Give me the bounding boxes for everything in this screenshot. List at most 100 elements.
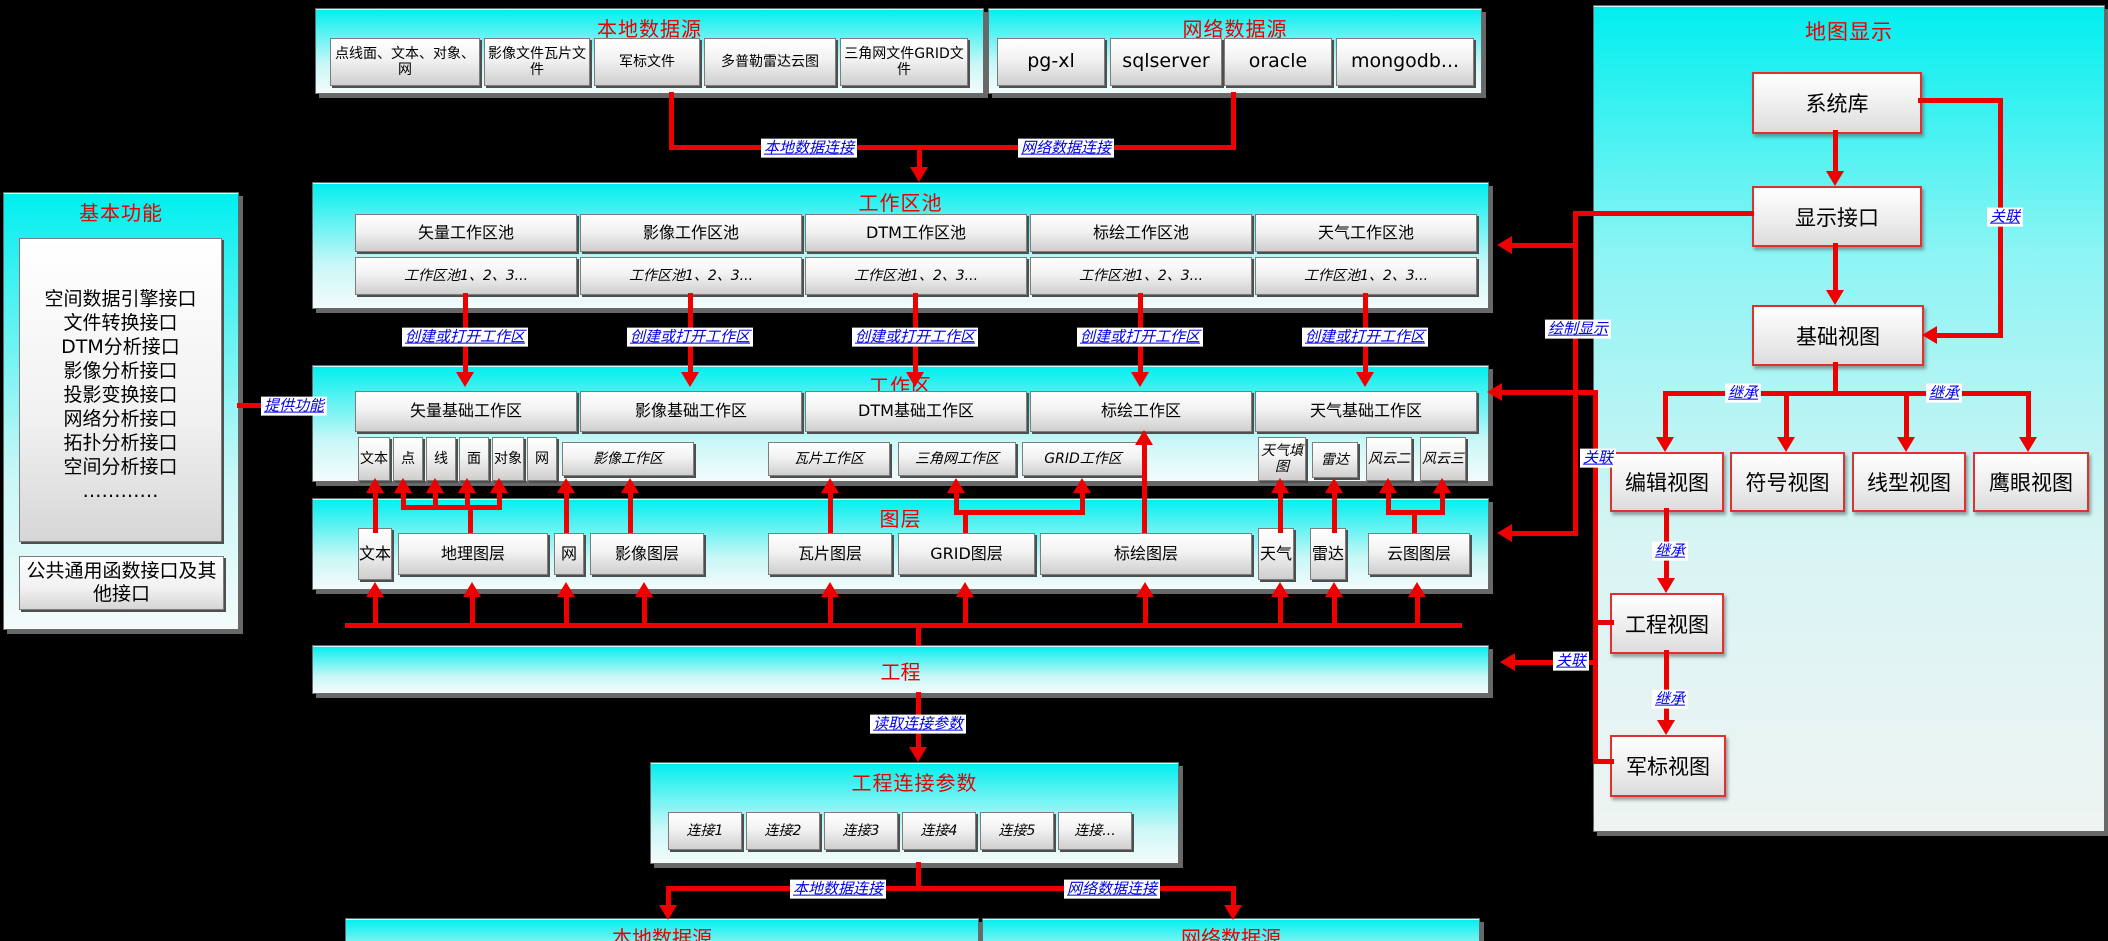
connector-line bbox=[1833, 130, 1838, 174]
net-source-title: 网络数据源 bbox=[1182, 17, 1288, 41]
edge-label: 本地数据连接 bbox=[789, 879, 887, 899]
arrowhead-u bbox=[426, 478, 444, 493]
pool-instances-node: 工作区池1、2、3... bbox=[355, 257, 577, 295]
arrowhead-u bbox=[821, 478, 839, 493]
arrowhead-l bbox=[1497, 236, 1512, 254]
workspace-subnode: 网 bbox=[527, 437, 557, 481]
map-view-node: 符号视图 bbox=[1730, 452, 1845, 512]
pool-instances-node: 工作区池1、2、3... bbox=[805, 257, 1027, 295]
layer-node: 雷达 bbox=[1310, 528, 1346, 580]
workspace-subnode: 对象 bbox=[492, 437, 524, 481]
connector-line bbox=[1833, 362, 1838, 394]
connector-line bbox=[1440, 490, 1445, 512]
connector-line bbox=[1573, 211, 1754, 216]
edge-label: 创建或打开工作区 bbox=[626, 327, 754, 347]
edge-label: 继承 bbox=[1651, 541, 1689, 561]
connector-line bbox=[669, 145, 1236, 150]
basic-interface-line: 空间分析接口 bbox=[63, 456, 178, 478]
arrowhead-l bbox=[1497, 524, 1512, 542]
arrowhead-d bbox=[1826, 290, 1844, 305]
arrowhead-u bbox=[366, 582, 384, 597]
arrowhead-u bbox=[1271, 582, 1289, 597]
connector-line bbox=[373, 490, 378, 533]
net-source-node: mongodb... bbox=[1336, 38, 1474, 86]
arrowhead-l bbox=[1922, 326, 1937, 344]
basic-interface-line: 拓扑分析接口 bbox=[63, 432, 178, 454]
pool-type-node: 标绘工作区池 bbox=[1030, 214, 1252, 252]
workspace-node: 影像基础工作区 bbox=[580, 391, 802, 432]
map-view-node: 基础视图 bbox=[1752, 305, 1924, 366]
edge-label: 关联 bbox=[1986, 207, 2024, 227]
edge-label: 创建或打开工作区 bbox=[851, 327, 979, 347]
arrowhead-u bbox=[458, 478, 476, 493]
map-view-node: 军标视图 bbox=[1610, 735, 1726, 797]
basic-interface-line: 空间数据引擎接口 bbox=[44, 288, 197, 310]
arrowhead-u bbox=[1408, 582, 1426, 597]
bottom-local-source-bar: 本地数据源 bbox=[345, 918, 979, 941]
connector-line bbox=[1904, 391, 1909, 440]
pool-instances-node: 工作区池1、2、3... bbox=[1255, 257, 1477, 295]
edge-label: 网络数据连接 bbox=[1063, 879, 1161, 899]
map-view-node: 鹰眼视图 bbox=[1973, 452, 2089, 512]
connector-line bbox=[963, 596, 968, 623]
edge-label: 关联 bbox=[1579, 448, 1617, 468]
common-functions-box: 公共通用函数接口及其他接口 bbox=[19, 556, 224, 610]
arrowhead-d bbox=[1224, 905, 1242, 920]
connector-line bbox=[628, 490, 633, 533]
arrowhead-u bbox=[557, 582, 575, 597]
layers-title: 图层 bbox=[879, 507, 922, 531]
basic-interface-line: 文件转换接口 bbox=[63, 312, 178, 334]
layer-node: 影像图层 bbox=[590, 533, 704, 575]
connector-line bbox=[666, 886, 671, 908]
connector-line bbox=[1231, 92, 1236, 147]
connector-line bbox=[1278, 596, 1283, 623]
map-display-title: 地图显示 bbox=[1805, 20, 1893, 44]
map-view-node: 显示接口 bbox=[1752, 186, 1922, 247]
arrowhead-l bbox=[1500, 653, 1515, 671]
arrowhead-d bbox=[1131, 372, 1149, 387]
project-title: 工程 bbox=[880, 660, 921, 684]
arrowhead-u bbox=[394, 478, 412, 493]
connector-line bbox=[666, 886, 1236, 891]
basic-interface-line: 投影变换接口 bbox=[63, 384, 178, 406]
arrowhead-u bbox=[366, 478, 384, 493]
edge-label: 创建或打开工作区 bbox=[401, 327, 529, 347]
connector-line bbox=[401, 505, 502, 510]
arrowhead-d bbox=[681, 372, 699, 387]
connector-line bbox=[1664, 650, 1669, 723]
net-source-node: sqlserver bbox=[1110, 38, 1222, 86]
arrowhead-u bbox=[821, 582, 839, 597]
arrowhead-u bbox=[490, 478, 508, 493]
local-source-title: 本地数据源 bbox=[597, 17, 702, 41]
edge-label: 读取连接参数 bbox=[869, 714, 967, 734]
connector-line bbox=[465, 490, 470, 507]
connector-line bbox=[401, 490, 406, 507]
workspace-subnode: 三角网工作区 bbox=[898, 442, 1016, 476]
bottom-net-source-title: 网络数据源 bbox=[1181, 926, 1281, 941]
arrowhead-d bbox=[1657, 720, 1675, 735]
arrowhead-u bbox=[463, 582, 481, 597]
layer-node: 文本 bbox=[358, 528, 392, 580]
layer-node: 云图图层 bbox=[1368, 533, 1470, 575]
layer-node: 天气 bbox=[1258, 528, 1294, 580]
pool-instances-node: 工作区池1、2、3... bbox=[1030, 257, 1252, 295]
connector-line bbox=[1663, 391, 1668, 440]
arrowhead-u bbox=[1325, 478, 1343, 493]
workspace-subnode: 影像工作区 bbox=[562, 442, 694, 476]
arrowhead-u bbox=[1135, 430, 1153, 445]
connector-line bbox=[1784, 391, 1789, 440]
map-view-node: 编辑视图 bbox=[1610, 452, 1724, 512]
conn-params-title: 工程连接参数 bbox=[851, 771, 978, 795]
basic-interface-line: 影像分析接口 bbox=[63, 360, 178, 382]
workspace-subnode: 瓦片工作区 bbox=[768, 442, 890, 476]
workspace-subnode: 雷达 bbox=[1312, 442, 1358, 478]
connector-line bbox=[916, 862, 921, 888]
connector-line bbox=[1596, 620, 1614, 625]
connector-line bbox=[1593, 390, 1598, 764]
local-source-node: 影像文件瓦片文件 bbox=[484, 38, 590, 86]
arrowhead-u bbox=[557, 478, 575, 493]
workspace-subnode: GRID工作区 bbox=[1022, 442, 1144, 476]
pool-type-node: 影像工作区池 bbox=[580, 214, 802, 252]
